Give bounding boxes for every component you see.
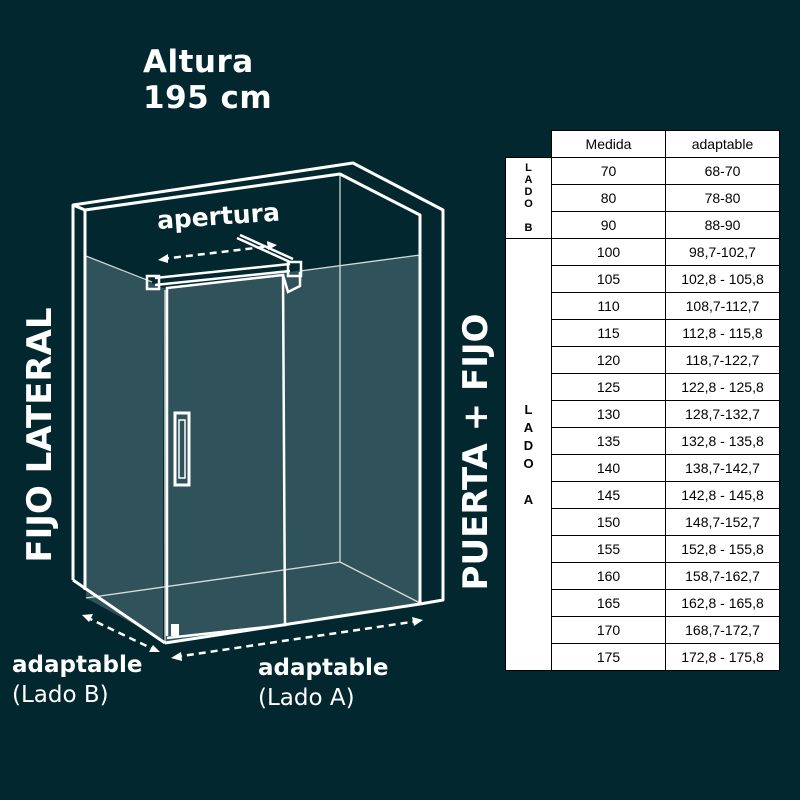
side-a-name: (Lado A) [258,685,355,711]
cell-adaptable: 148,7-152,7 [665,508,780,536]
group-label-letter: A [523,419,534,435]
header-empty-cell [506,131,552,158]
cell-medida: 160 [551,562,666,590]
door-handle [173,411,191,487]
cell-medida: 165 [551,589,666,617]
cell-adaptable: 172,8 - 175,8 [665,643,780,671]
side-b-adaptable: adaptable [12,652,143,678]
side-a-adaptable: adaptable [258,655,389,681]
cell-adaptable: 88-90 [665,211,780,239]
cell-adaptable: 142,8 - 145,8 [665,481,780,509]
cell-medida: 70 [551,157,666,185]
header-medida: Medida [551,130,666,158]
side-fixed-label: FIJO LATERAL [20,307,60,563]
cell-medida: 100 [551,238,666,266]
group-label-letter: O [524,198,533,210]
cell-adaptable: 168,7-172,7 [665,616,780,644]
height-value: 195 cm [143,80,273,116]
group-label-letter: A [523,491,534,507]
cell-medida: 110 [551,292,666,320]
front-panel [163,255,420,642]
cell-medida: 150 [551,508,666,536]
cell-adaptable: 122,8 - 125,8 [665,373,780,401]
group-label-letter: L [525,162,532,174]
group-label-letter: O [523,455,534,471]
top-rail [154,262,291,280]
apertura-arrow [161,244,273,261]
group-label-letter: L [524,401,533,417]
cell-adaptable: 118,7-122,7 [665,346,780,374]
cell-medida: 175 [551,643,666,671]
cell-medida: 90 [551,211,666,239]
side-fixed-panel [86,256,163,640]
lado-b-arrow [85,615,156,652]
header-adaptable: adaptable [665,130,780,158]
cell-adaptable: 162,8 - 165,8 [665,589,780,617]
cell-medida: 125 [551,373,666,401]
cell-adaptable: 102,8 - 105,8 [665,265,780,293]
cell-adaptable: 158,7-162,7 [665,562,780,590]
cell-adaptable: 98,7-102,7 [665,238,780,266]
door-fixed-label: PUERTA + FIJO [456,313,496,591]
cell-adaptable: 132,8 - 135,8 [665,427,780,455]
cell-medida: 80 [551,184,666,212]
cell-medida: 155 [551,535,666,563]
cell-adaptable: 152,8 - 155,8 [665,535,780,563]
cell-adaptable: 138,7-142,7 [665,454,780,482]
cell-medida: 135 [551,427,666,455]
group-label-letter: A [524,174,533,186]
side-b-name: (Lado B) [12,682,109,708]
lado-a-arrow [174,619,419,659]
cell-adaptable: 78-80 [665,184,780,212]
group-label-letter [506,210,551,222]
cell-adaptable: 108,7-112,7 [665,292,780,320]
group-label-letter: D [524,186,533,198]
height-label: Altura 195 cm [143,44,272,116]
table-header-row: Medida adaptable [506,130,780,158]
cell-adaptable: 68-70 [665,157,780,185]
cell-medida: 140 [551,454,666,482]
cell-medida: 115 [551,319,666,347]
wall-outline [71,161,445,606]
group-label-letter [506,473,551,491]
side-a-label: adaptable (Lado A) [258,653,388,713]
cell-medida: 130 [551,400,666,428]
group-label-letter: B [524,222,533,234]
cell-adaptable: 112,8 - 115,8 [665,319,780,347]
cell-medida: 145 [551,481,666,509]
group-label-letter: D [523,437,534,453]
cell-medida: 105 [551,265,666,293]
height-title: Altura [143,44,254,80]
cell-medida: 120 [551,346,666,374]
cell-adaptable: 128,7-132,7 [665,400,780,428]
cell-medida: 170 [551,616,666,644]
side-b-label: adaptable (Lado B) [12,650,142,710]
